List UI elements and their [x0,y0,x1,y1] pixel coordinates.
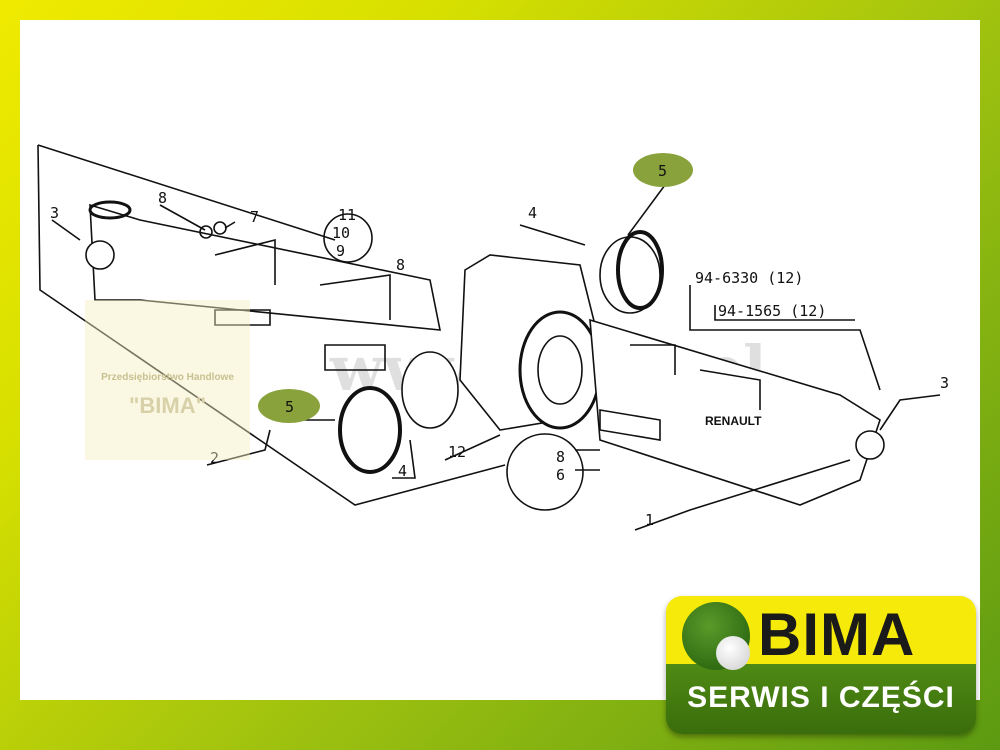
highlight-part-5-top [633,153,693,187]
detail-circle-nuts [506,433,584,511]
detail-circle-bolts [323,213,373,263]
part-label-5-left: 5 [285,398,294,416]
housing-brand-text: RENAULT [705,414,762,428]
part-label-1: 1 [645,511,654,529]
part-label-6: 6 [556,466,565,484]
logo-tagline: SERWIS I CZĘŚCI [666,664,976,734]
logo-brand: BIMA [758,601,916,668]
part-label-9: 9 [336,242,345,260]
part-label-8-top: 8 [158,189,167,207]
watermark-company-name: "BIMA" [128,393,207,418]
axle-exploded-diagram: www.bima.pl RENAULT 3 8 7 11 10 9 8 4 5 … [37,144,949,531]
part-label-7: 7 [250,208,259,226]
bima-logo: BIMA SERWIS I CZĘŚCI [666,596,976,734]
part-ref-1: 94-6330 (12) [695,269,803,287]
differential-housing [401,236,661,431]
seal-ring-left [338,386,402,474]
logo-white-ball-icon [716,636,750,670]
seal-ring-right [616,230,664,310]
part-label-5-top: 5 [658,162,667,180]
watermark-company-line: Przedsiębiorstwo Handlowe [101,372,234,383]
group-outline [37,144,506,506]
part-label-3-left: 3 [50,204,59,222]
watermark-box: Przedsiębiorstwo Handlowe "BIMA" [85,300,250,460]
part-label-8-mid: 8 [396,256,405,274]
highlight-part-5-left [258,389,320,423]
part-label-12: 12 [448,443,466,461]
diagram-panel: Przedsiębiorstwo Handlowe "BIMA" www.bim… [20,20,980,700]
right-half-shaft: RENAULT [589,318,885,506]
part-label-4-bottom: 4 [398,462,407,480]
left-half-shaft [85,200,441,371]
part-label-10: 10 [332,224,350,242]
part-label-3-right: 3 [940,374,949,392]
part-ref-2: 94-1565 (12) [718,302,826,320]
part-label-4-top: 4 [528,204,537,222]
part-label-11: 11 [338,206,356,224]
part-label-2: 2 [210,449,219,467]
part-label-8-bottom: 8 [556,448,565,466]
